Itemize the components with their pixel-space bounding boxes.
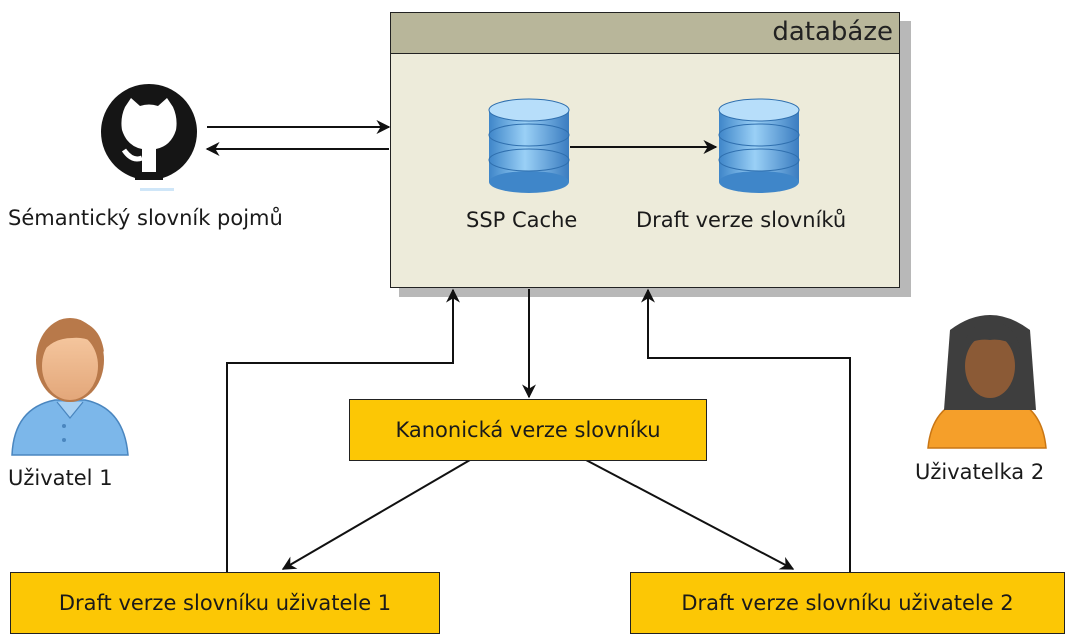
user1-draft-box: Draft verze slovníku uživatele 1	[10, 572, 440, 634]
database-header: databáze	[391, 13, 899, 54]
canonical-version-box: Kanonická verze slovníku	[349, 399, 707, 461]
user1-label: Uživatel 1	[8, 466, 113, 490]
draft-db-label: Draft verze slovníků	[636, 208, 847, 232]
arrow-canonical-to-draft1	[281, 459, 471, 570]
user2-draft-box: Draft verze slovníku uživatele 2	[630, 572, 1065, 634]
arrow-draft1-to-db	[226, 288, 460, 572]
arrow-draft2-to-db	[641, 288, 851, 572]
draft-db-icon	[718, 98, 800, 193]
ssp-label: Sémantický slovník pojmů	[8, 206, 283, 230]
database-container: databáze	[390, 12, 900, 288]
user1-avatar-icon	[11, 318, 129, 456]
database-title: databáze	[772, 17, 893, 47]
canonical-version-label: Kanonická verze slovníku	[395, 418, 661, 442]
ssp-cache-db-icon	[488, 98, 570, 193]
arrow-canonical-to-draft2	[585, 459, 795, 570]
cache-label: SSP Cache	[466, 208, 578, 232]
github-icon	[101, 84, 197, 191]
user2-label: Uživatelka 2	[915, 460, 1045, 484]
user1-draft-label: Draft verze slovníku uživatele 1	[58, 591, 392, 615]
user2-draft-label: Draft verze slovníku uživatele 2	[681, 591, 1014, 615]
user2-avatar-icon	[927, 315, 1047, 449]
